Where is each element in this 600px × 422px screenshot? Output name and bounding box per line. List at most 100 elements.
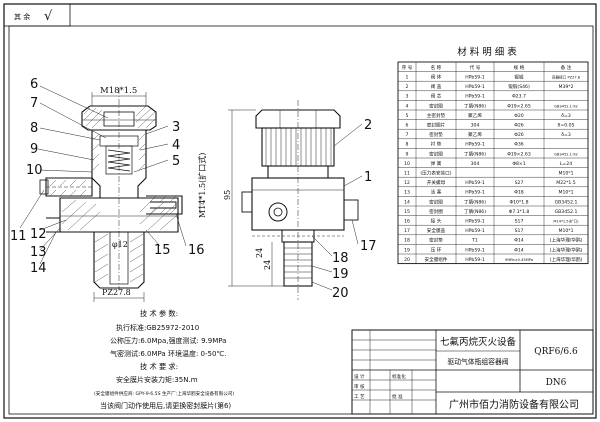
- bom-cell: (上海华理/华鸥): [550, 246, 583, 253]
- title-block: 设 计 标准化 审 核 工 艺 批 准 七氟丙烷灭火设备 驱动气体瓶组容器阀 Q…: [351, 329, 594, 415]
- bom-cell: Φ20: [514, 113, 524, 119]
- roughness-mark-icon: √: [44, 9, 53, 24]
- bom-title: 材 料 明 细 表: [457, 46, 517, 58]
- bom-cell: S17: [515, 219, 524, 225]
- bom-cell: 密封圈: [429, 102, 443, 109]
- callout-7: 7: [30, 96, 38, 111]
- bom-cell: Φ26: [514, 132, 524, 138]
- bom-cell: S27: [515, 180, 524, 186]
- bom-cell: HPb59-1: [465, 142, 485, 148]
- bom-cell: HPb59-1: [465, 84, 485, 90]
- bom-cell: HPb59-1: [465, 75, 485, 81]
- bom-cell: 丁腈(N86): [464, 102, 486, 109]
- callout-10: 10: [26, 163, 43, 178]
- callout-20: 20: [332, 286, 349, 301]
- bom-cell: 15: [404, 209, 410, 215]
- bom-cell: 1: [406, 75, 409, 81]
- callout-12: 12: [30, 227, 47, 242]
- bom-cell: 304: [471, 161, 480, 167]
- bom-cell: HPb59-1: [465, 247, 485, 253]
- bom-cell: M10*1: [558, 171, 573, 177]
- bom-cell: S17: [515, 228, 524, 234]
- bom-cell: 压 环: [431, 247, 442, 253]
- bom-cell: 衬 垫: [431, 141, 442, 148]
- bom-cell: 主密封垫: [427, 112, 446, 119]
- bom-cell: HPb59-1: [465, 190, 485, 196]
- bom-cell: δ=0.05: [558, 123, 575, 129]
- tech-notes: 技 术 参 数: 执行标准:GB25972-2010 公称压力:6.0Mpa,强…: [94, 309, 234, 410]
- bom-cell: (上海华理/华鸥): [550, 237, 583, 244]
- bom-header-cell: 序 号: [402, 64, 413, 71]
- bom-cell: 丁腈(N86): [464, 208, 486, 215]
- callout-1: 1: [364, 170, 372, 185]
- bom-cell: δ=3: [561, 113, 571, 119]
- bom-cell: 16: [404, 219, 410, 225]
- bom-cell: GB3452.1: [555, 209, 578, 215]
- bom-cell: HPb59-1: [465, 180, 485, 186]
- bom-cell: 6: [406, 123, 409, 129]
- tb-label-standard: 标准化: [392, 373, 406, 380]
- bom-cell: 密封圈: [429, 150, 443, 157]
- tech-supplier-note: (安全膜组件供应商: GPY-9-6.5S 生产厂:上海华鸥安全设备有限公司): [94, 390, 234, 397]
- bom-header-cell: 规 格: [514, 64, 525, 71]
- bom-cell: 5: [406, 113, 409, 119]
- bom-cell: (上海华理/华鸥): [550, 256, 583, 263]
- bom-cell: M14*1.5(扩口): [553, 219, 579, 224]
- callout-8: 8: [30, 121, 38, 136]
- bom-cell: 阀 盖: [431, 83, 442, 90]
- bom-cell: 9: [406, 151, 409, 157]
- bom-header-cell: 代 号: [470, 64, 481, 71]
- dim-height-95: 95: [223, 190, 232, 200]
- tech-req-torque: 安全膜片安装力矩:35N.m: [116, 375, 198, 384]
- bom-cell: GB3452.1-92: [554, 152, 578, 156]
- bom-header-cell: 备 注: [561, 64, 572, 71]
- bom-cell: 丁腈(N86): [464, 150, 486, 157]
- bom-cell: HPb59-1: [465, 257, 485, 263]
- bom-cell: Φ36: [514, 142, 524, 148]
- bom-cell: δ=3: [561, 132, 571, 138]
- dim-phi12: φ12: [112, 240, 128, 249]
- bom-cell: HPb59-1: [465, 228, 485, 234]
- valve-section-view: M18*1.5 M14*1.5(扩口式) φ12 PZ27.8 6: [10, 77, 207, 302]
- bom-cell: 8: [406, 142, 409, 148]
- bom-cell: 9MPa±0.45MPa: [505, 258, 533, 262]
- tech-final-note: 当该阀门动作使用后,请更换密封膜片(第6): [100, 401, 231, 410]
- tb-label-approve: 批 准: [392, 393, 403, 400]
- bom-cell: 活 塞: [431, 189, 442, 196]
- bom-cell: 12: [404, 180, 410, 186]
- bom-cell: 304: [471, 123, 480, 129]
- bom-header-cell: 名 称: [431, 64, 442, 71]
- tb-label-review: 审 核: [354, 383, 365, 390]
- bom-cell: Φ23.7: [512, 94, 526, 100]
- callout-15: 15: [154, 243, 171, 258]
- callout-18: 18: [332, 251, 349, 266]
- tech-line-airtight: 气密测试:6.0MPa 环境温度: 0-50℃.: [110, 349, 227, 358]
- dim-pz: PZ27.8: [102, 288, 131, 297]
- tb-label-process: 工 艺: [354, 394, 365, 400]
- callout-11: 11: [10, 229, 27, 244]
- bom-cell: Φ8×1: [512, 161, 525, 167]
- bom-cell: 17: [404, 228, 410, 234]
- bom-cell: HPb59-1: [465, 219, 485, 225]
- bom-cell: T1: [471, 238, 478, 244]
- stamp-label: 其 余: [14, 12, 30, 21]
- tech-req-title: 技 术 要 求:: [140, 362, 178, 371]
- bom-cell: 容器接口 PZ27.8: [552, 75, 581, 80]
- tb-label-design: 设 计: [354, 373, 365, 380]
- bom-cell: 2: [406, 84, 409, 90]
- bom-cell: 密封垫: [429, 131, 443, 138]
- bom-cell: 密封垫: [429, 237, 443, 244]
- callout-6: 6: [30, 77, 38, 92]
- tech-title: 技 术 参 数:: [140, 309, 178, 318]
- callout-4: 4: [172, 138, 180, 153]
- bom-cell: L=24: [560, 161, 572, 167]
- valve-exterior-view: 95 24 24 2 1 18 19 20 17: [223, 100, 377, 301]
- callout-3: 3: [172, 120, 180, 135]
- bom-frame: [397, 61, 589, 265]
- bom-cell: Φ19×2.65: [507, 103, 531, 109]
- roughness-stamp: 其 余 √: [3, 3, 71, 27]
- callout-2: 2: [364, 118, 372, 133]
- bom-cell: 11: [404, 171, 410, 177]
- bom-cell: 开关螺母: [427, 179, 446, 186]
